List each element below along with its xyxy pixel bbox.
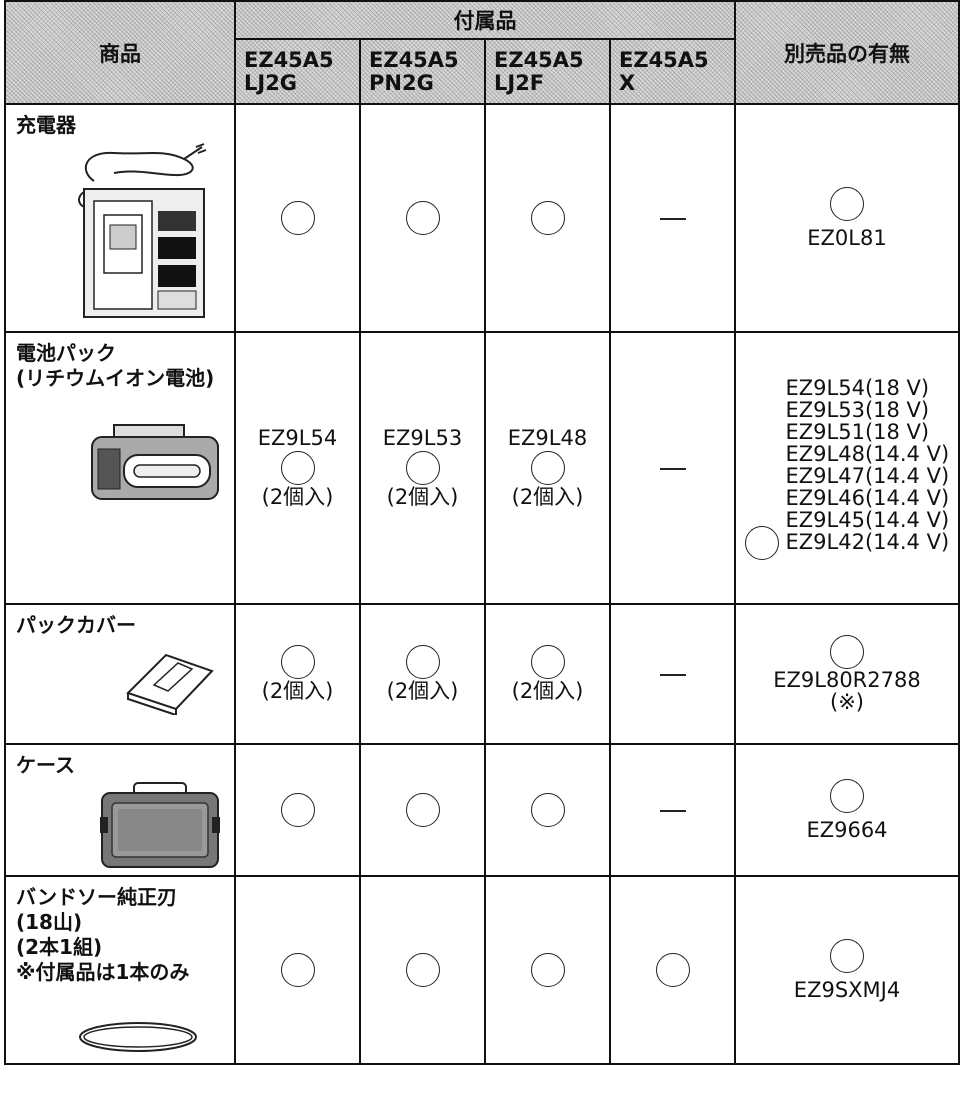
charger-model-3: [484, 103, 611, 333]
pack-cover-image: [126, 653, 214, 715]
battery-model-1: EZ9L54 (2個入): [234, 331, 361, 605]
product-battery: 電池パック (リチウムイオン電池): [4, 331, 236, 605]
header-optional: 別売品の有無: [734, 0, 960, 105]
included-mark: [405, 793, 440, 827]
product-name: 電池パック (リチウムイオン電池): [16, 341, 215, 390]
included-mark: [530, 793, 565, 827]
included-mark: [530, 201, 565, 235]
included-mark: [530, 644, 565, 679]
product-name: ケース: [16, 753, 75, 777]
cover-model-3: (2個入): [484, 603, 611, 745]
included-mark: [655, 953, 690, 987]
case-model-1: [234, 743, 361, 877]
cover-model-1: (2個入): [234, 603, 361, 745]
case-model-3: [484, 743, 611, 877]
not-included-mark: [659, 809, 686, 812]
optional-code: EZ0L81: [807, 226, 887, 250]
product-charger: 充電器: [4, 103, 236, 333]
included-mark: [280, 793, 315, 827]
row-blade: バンドソー純正刃 (18山) (2本1組) ※付属品は1本のみ EZ9SXMJ4: [4, 875, 960, 1065]
product-name: パックカバー: [16, 613, 136, 637]
included-mark: [280, 201, 315, 235]
included-mark: [405, 451, 440, 485]
charger-model-2: [359, 103, 486, 333]
blade-image: [79, 1022, 197, 1052]
header-accessories: 付属品: [234, 0, 736, 40]
included-mark: [405, 201, 440, 235]
available-mark: [830, 779, 864, 813]
cover-model-2: (2個入): [359, 603, 486, 745]
available-mark: [830, 635, 864, 669]
included-mark: [530, 953, 565, 987]
row-charger: 充電器: [4, 103, 960, 333]
cover-optional: EZ9L80R2788 (※): [734, 603, 960, 745]
blade-model-3: [484, 875, 611, 1065]
blade-optional: EZ9SXMJ4: [734, 875, 960, 1065]
included-mark: [280, 644, 315, 679]
not-included-mark: [659, 217, 686, 220]
battery-model-3: EZ9L48 (2個入): [484, 331, 611, 605]
included-mark: [405, 644, 440, 679]
blade-model-4: [609, 875, 736, 1065]
battery-image: [91, 424, 219, 500]
included-mark: [280, 451, 315, 485]
blade-model-1: [234, 875, 361, 1065]
battery-optional: EZ9L54(18 V) EZ9L53(18 V) EZ9L51(18 V) E…: [734, 331, 960, 605]
charger-image: [78, 143, 207, 318]
included-mark: [280, 953, 315, 987]
available-mark: [830, 939, 864, 973]
not-included-mark: [659, 673, 686, 676]
header-product: 商品: [4, 0, 236, 105]
product-name: 充電器: [16, 113, 76, 137]
case-optional: EZ9664: [734, 743, 960, 877]
charger-optional: EZ0L81: [734, 103, 960, 333]
blade-model-2: [359, 875, 486, 1065]
charger-model-4: [609, 103, 736, 333]
battery-model-2: EZ9L53 (2個入): [359, 331, 486, 605]
optional-code-list: EZ9L54(18 V) EZ9L53(18 V) EZ9L51(18 V) E…: [785, 375, 950, 554]
case-model-4: [609, 743, 736, 877]
battery-model-4: [609, 331, 736, 605]
row-pack-cover: パックカバー (2個入) (2個入) (2個入): [4, 603, 960, 745]
row-case: ケース EZ9664: [4, 743, 960, 877]
product-name: バンドソー純正刃 (18山) (2本1組) ※付属品は1本のみ: [16, 885, 190, 984]
not-included-mark: [659, 467, 686, 470]
case-model-2: [359, 743, 486, 877]
product-case: ケース: [4, 743, 236, 877]
available-mark: [744, 525, 779, 560]
case-image: [100, 782, 220, 868]
cover-model-4: [609, 603, 736, 745]
included-mark: [405, 953, 440, 987]
row-battery: 電池パック (リチウムイオン電池) EZ9L54 (2個入) EZ9L53: [4, 331, 960, 605]
product-pack-cover: パックカバー: [4, 603, 236, 745]
charger-model-1: [234, 103, 361, 333]
available-mark: [830, 187, 864, 221]
product-blade: バンドソー純正刃 (18山) (2本1組) ※付属品は1本のみ: [4, 875, 236, 1065]
included-mark: [530, 451, 565, 485]
